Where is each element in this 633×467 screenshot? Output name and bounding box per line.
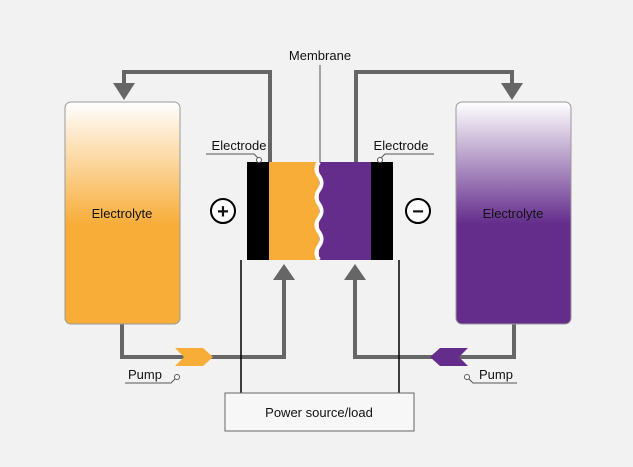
pump-left-label: Pump	[128, 367, 162, 382]
cell-stack	[247, 160, 393, 262]
positive-symbol: +	[217, 201, 229, 223]
return-pipe-left	[122, 70, 272, 165]
electrode-left-label: Electrode	[212, 138, 267, 153]
arrow-down-icon	[113, 83, 135, 100]
electrode-right-pointer	[377, 157, 383, 163]
pump-left-icon	[175, 348, 213, 366]
electrode-left-pointer	[256, 157, 262, 163]
pump-right-leader	[468, 378, 517, 384]
membrane	[314, 160, 324, 262]
return-pipe-right	[354, 70, 514, 165]
membrane-label: Membrane	[289, 48, 351, 63]
pump-left-leader	[125, 378, 176, 384]
electrode-right	[371, 162, 393, 260]
tank-positive: Electrolyte	[64, 101, 181, 325]
pump-right-label: Pump	[479, 367, 513, 382]
power-source-box: Power source/load	[224, 392, 415, 432]
negative-symbol: −	[412, 201, 424, 223]
positive-half-cell	[269, 162, 319, 260]
arrow-up-icon	[273, 264, 295, 280]
arrow-down-icon	[501, 83, 523, 100]
pump-left-pointer	[174, 374, 180, 380]
negative-terminal-icon: −	[405, 198, 431, 224]
electrode-left-leader	[206, 153, 259, 159]
electrode-left	[247, 162, 269, 260]
pump-right-icon	[430, 348, 468, 366]
tank-negative-label: Electrolyte	[483, 206, 544, 221]
positive-terminal-icon: +	[210, 198, 236, 224]
tank-positive-label: Electrolyte	[92, 206, 153, 221]
electrode-right-label: Electrode	[374, 138, 429, 153]
pump-right-pointer	[464, 374, 470, 380]
power-source-label: Power source/load	[265, 405, 373, 420]
tank-negative: Electrolyte	[455, 101, 572, 325]
negative-half-cell	[319, 162, 371, 260]
electrode-right-leader	[380, 153, 434, 159]
arrow-up-icon	[344, 264, 366, 280]
